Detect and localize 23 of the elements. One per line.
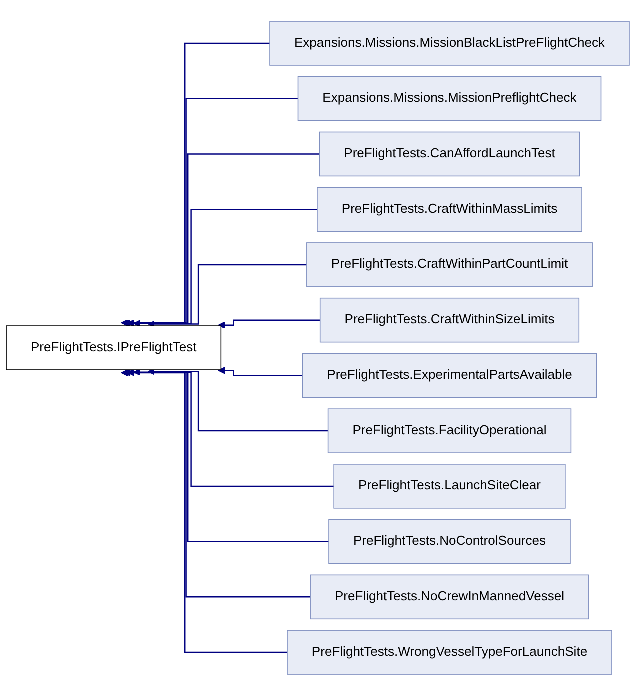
arrow — [127, 369, 330, 542]
node-box: PreFlightTests.FacilityOperational — [328, 408, 572, 454]
arrow — [218, 367, 303, 376]
node-box: PreFlightTests.WrongVesselTypeForLaunchSite — [287, 630, 612, 675]
node-box: PreFlightTests.NoCrewInMannedVessel — [310, 574, 590, 620]
arrow — [133, 368, 334, 488]
node-box: Expansions.Missions.MissionPreflightCheck — [298, 76, 602, 122]
arrow — [127, 154, 320, 327]
node-box: PreFlightTests.IPreFlightTest — [6, 326, 222, 370]
arrow — [133, 208, 318, 328]
arrow — [121, 369, 288, 654]
arrow — [121, 42, 270, 327]
arrow — [218, 320, 320, 329]
node-box: PreFlightTests.CanAffordLaunchTest — [319, 132, 580, 177]
arrow — [148, 264, 307, 328]
node-box: PreFlightTests.CraftWithinSizeLimits — [320, 298, 580, 343]
node-box: PreFlightTests.NoControlSources — [328, 519, 571, 564]
node-box: PreFlightTests.CraftWithinMassLimits — [317, 187, 582, 232]
node-box: PreFlightTests.ExperimentalPartsAvailable — [302, 353, 598, 398]
node-box: Expansions.Missions.MissionBlackListPreFlightCheck — [270, 21, 630, 66]
node-box: PreFlightTests.LaunchSiteClear — [334, 464, 566, 509]
node-box: PreFlightTests.CraftWithinPartCountLimit — [306, 242, 593, 288]
arrow — [148, 368, 328, 432]
